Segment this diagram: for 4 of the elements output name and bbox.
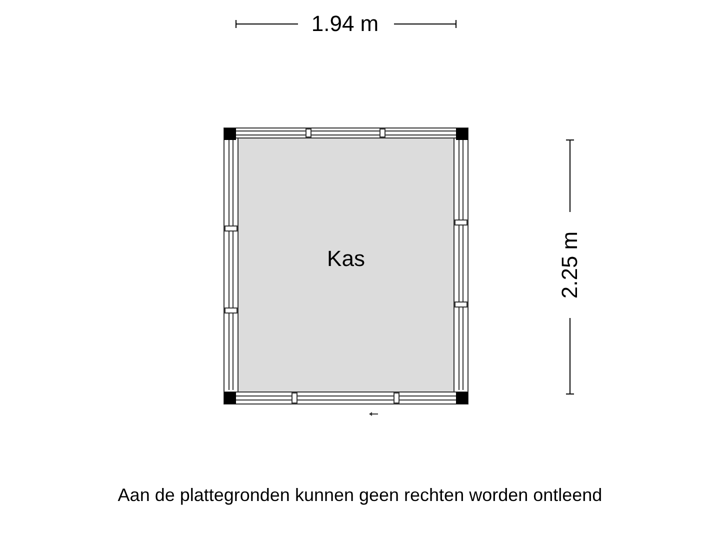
dimension-label: 1.94 m	[311, 13, 379, 35]
disclaimer-caption: Aan de plattegronden kunnen geen rechten worden ontleend	[116, 485, 604, 507]
room-label: Kas	[327, 246, 365, 272]
dimension-label: 2.25 m	[559, 231, 581, 299]
